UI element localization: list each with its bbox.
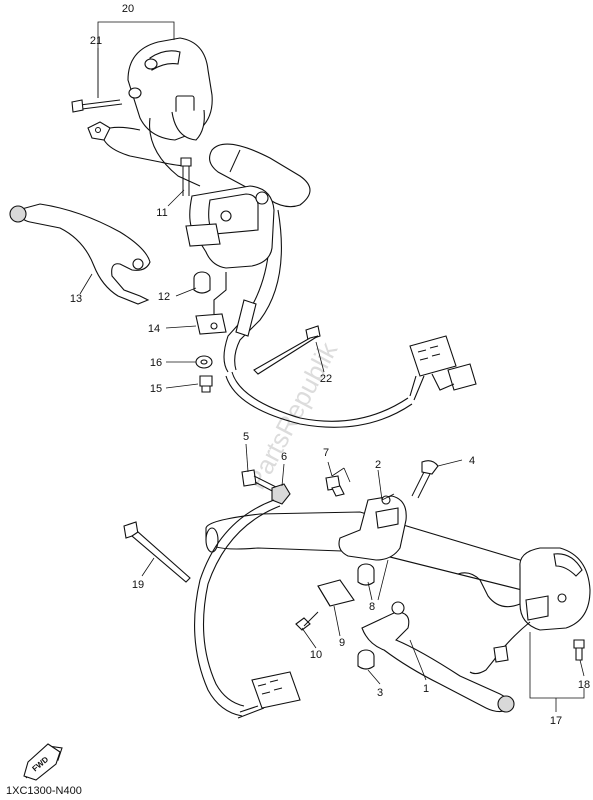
bolt-5 — [241, 469, 279, 495]
screw-21 — [71, 99, 123, 113]
callout-15: 15 — [150, 383, 162, 395]
callout-16: 16 — [150, 357, 162, 369]
callout-19: 19 — [132, 579, 144, 591]
front-brake-lever — [9, 203, 151, 305]
callout-17: 17 — [550, 715, 562, 727]
clutch-lever — [361, 601, 515, 713]
bolt-4 — [411, 460, 439, 499]
handlebar-upper — [209, 143, 311, 208]
callout-labels: 20 21 11 13 12 14 16 15 22 5 6 7 2 4 19 … — [70, 3, 590, 727]
callout-21: 21 — [90, 35, 102, 47]
screw-10 — [295, 611, 319, 631]
callout-3: 3 — [377, 687, 383, 699]
screw-7 — [325, 475, 345, 497]
brake-master-cylinder — [185, 185, 275, 269]
callout-8: 8 — [369, 601, 375, 613]
callout-4: 4 — [469, 455, 475, 467]
collar-8 — [357, 563, 375, 586]
callout-2: 2 — [375, 459, 381, 471]
callout-9: 9 — [339, 637, 345, 649]
lower-coupler — [237, 671, 301, 719]
callout-13: 13 — [70, 293, 82, 305]
collar-3 — [357, 649, 375, 670]
callout-5: 5 — [243, 431, 249, 443]
callout-6: 6 — [281, 451, 287, 463]
left-switch-housing — [127, 37, 213, 141]
upper-coupler — [409, 335, 477, 401]
callout-1: 1 — [423, 683, 429, 695]
callout-11: 11 — [156, 207, 167, 219]
washer-16 — [195, 355, 213, 369]
right-switch-housing — [519, 547, 591, 631]
nut-6 — [271, 483, 291, 505]
wire-harness-upper — [149, 117, 413, 428]
bolt-11 — [180, 157, 192, 196]
collar-12 — [193, 271, 211, 294]
callout-18: 18 — [578, 679, 590, 691]
wire-harness-lower — [194, 499, 531, 717]
callout-10: 10 — [310, 649, 322, 661]
callout-leaders — [79, 21, 585, 712]
callout-7: 7 — [323, 447, 329, 459]
callout-20: 20 — [122, 3, 134, 15]
screw-18 — [573, 639, 585, 661]
diagram-code: 1XC1300-N400 — [6, 785, 82, 797]
clutch-switch-9 — [317, 579, 355, 607]
clutch-lever-holder — [338, 495, 407, 561]
screw-15 — [199, 375, 213, 393]
cable-tie-22 — [253, 325, 321, 375]
callout-12: 12 — [158, 291, 170, 303]
callout-14: 14 — [148, 323, 160, 335]
cable-tie-19 — [123, 521, 191, 583]
callout-22: 22 — [320, 373, 332, 385]
stop-switch-14 — [195, 272, 227, 335]
fwd-arrow-icon: FWD — [23, 743, 63, 781]
